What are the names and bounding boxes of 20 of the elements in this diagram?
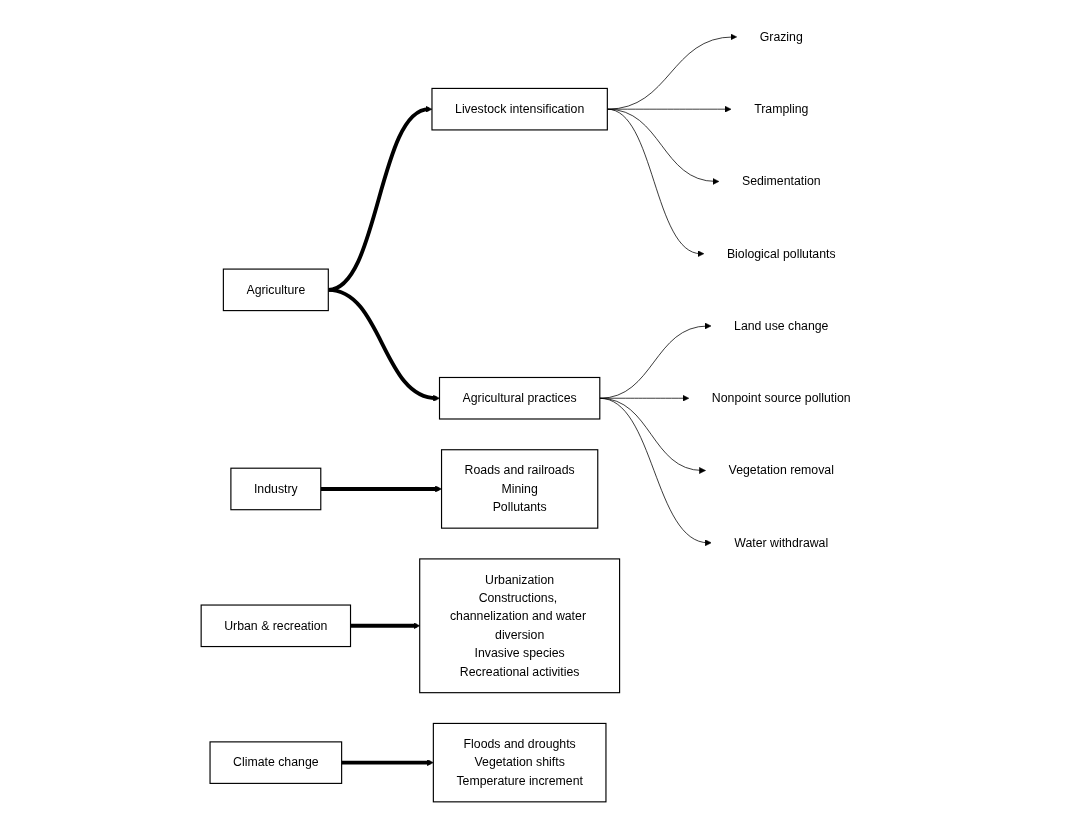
node-box: Industry: [230, 467, 322, 511]
node-text: Water withdrawal: [734, 535, 829, 549]
node-box: Urbanization Constructions, channelization and water diversion Invasive species Recreational activities: [419, 558, 621, 694]
node-text: Trampling: [754, 102, 809, 116]
node-text: Nonpoint source pollution: [711, 391, 851, 405]
node-text: Vegetation removal: [728, 463, 834, 477]
arrow: [341, 759, 434, 766]
arrow: [328, 287, 440, 402]
node-box: Roads and railroads Mining Pollutants: [441, 449, 599, 529]
node-text: Sedimentation: [742, 174, 821, 188]
node-box: Livestock intensification: [431, 87, 608, 131]
node-text: Land use change: [734, 319, 829, 333]
node-box: Agricultural practices: [439, 376, 601, 420]
node-text: Biological pollutants: [726, 246, 836, 260]
node-box: Floods and droughts Vegetation shifts Temperature increment: [432, 722, 607, 803]
node-box: Climate change: [209, 741, 343, 784]
arrow: [320, 485, 442, 493]
node-box: Agriculture: [222, 268, 329, 312]
node-box: Urban & recreation: [200, 604, 352, 648]
node-text: Grazing: [759, 29, 803, 44]
